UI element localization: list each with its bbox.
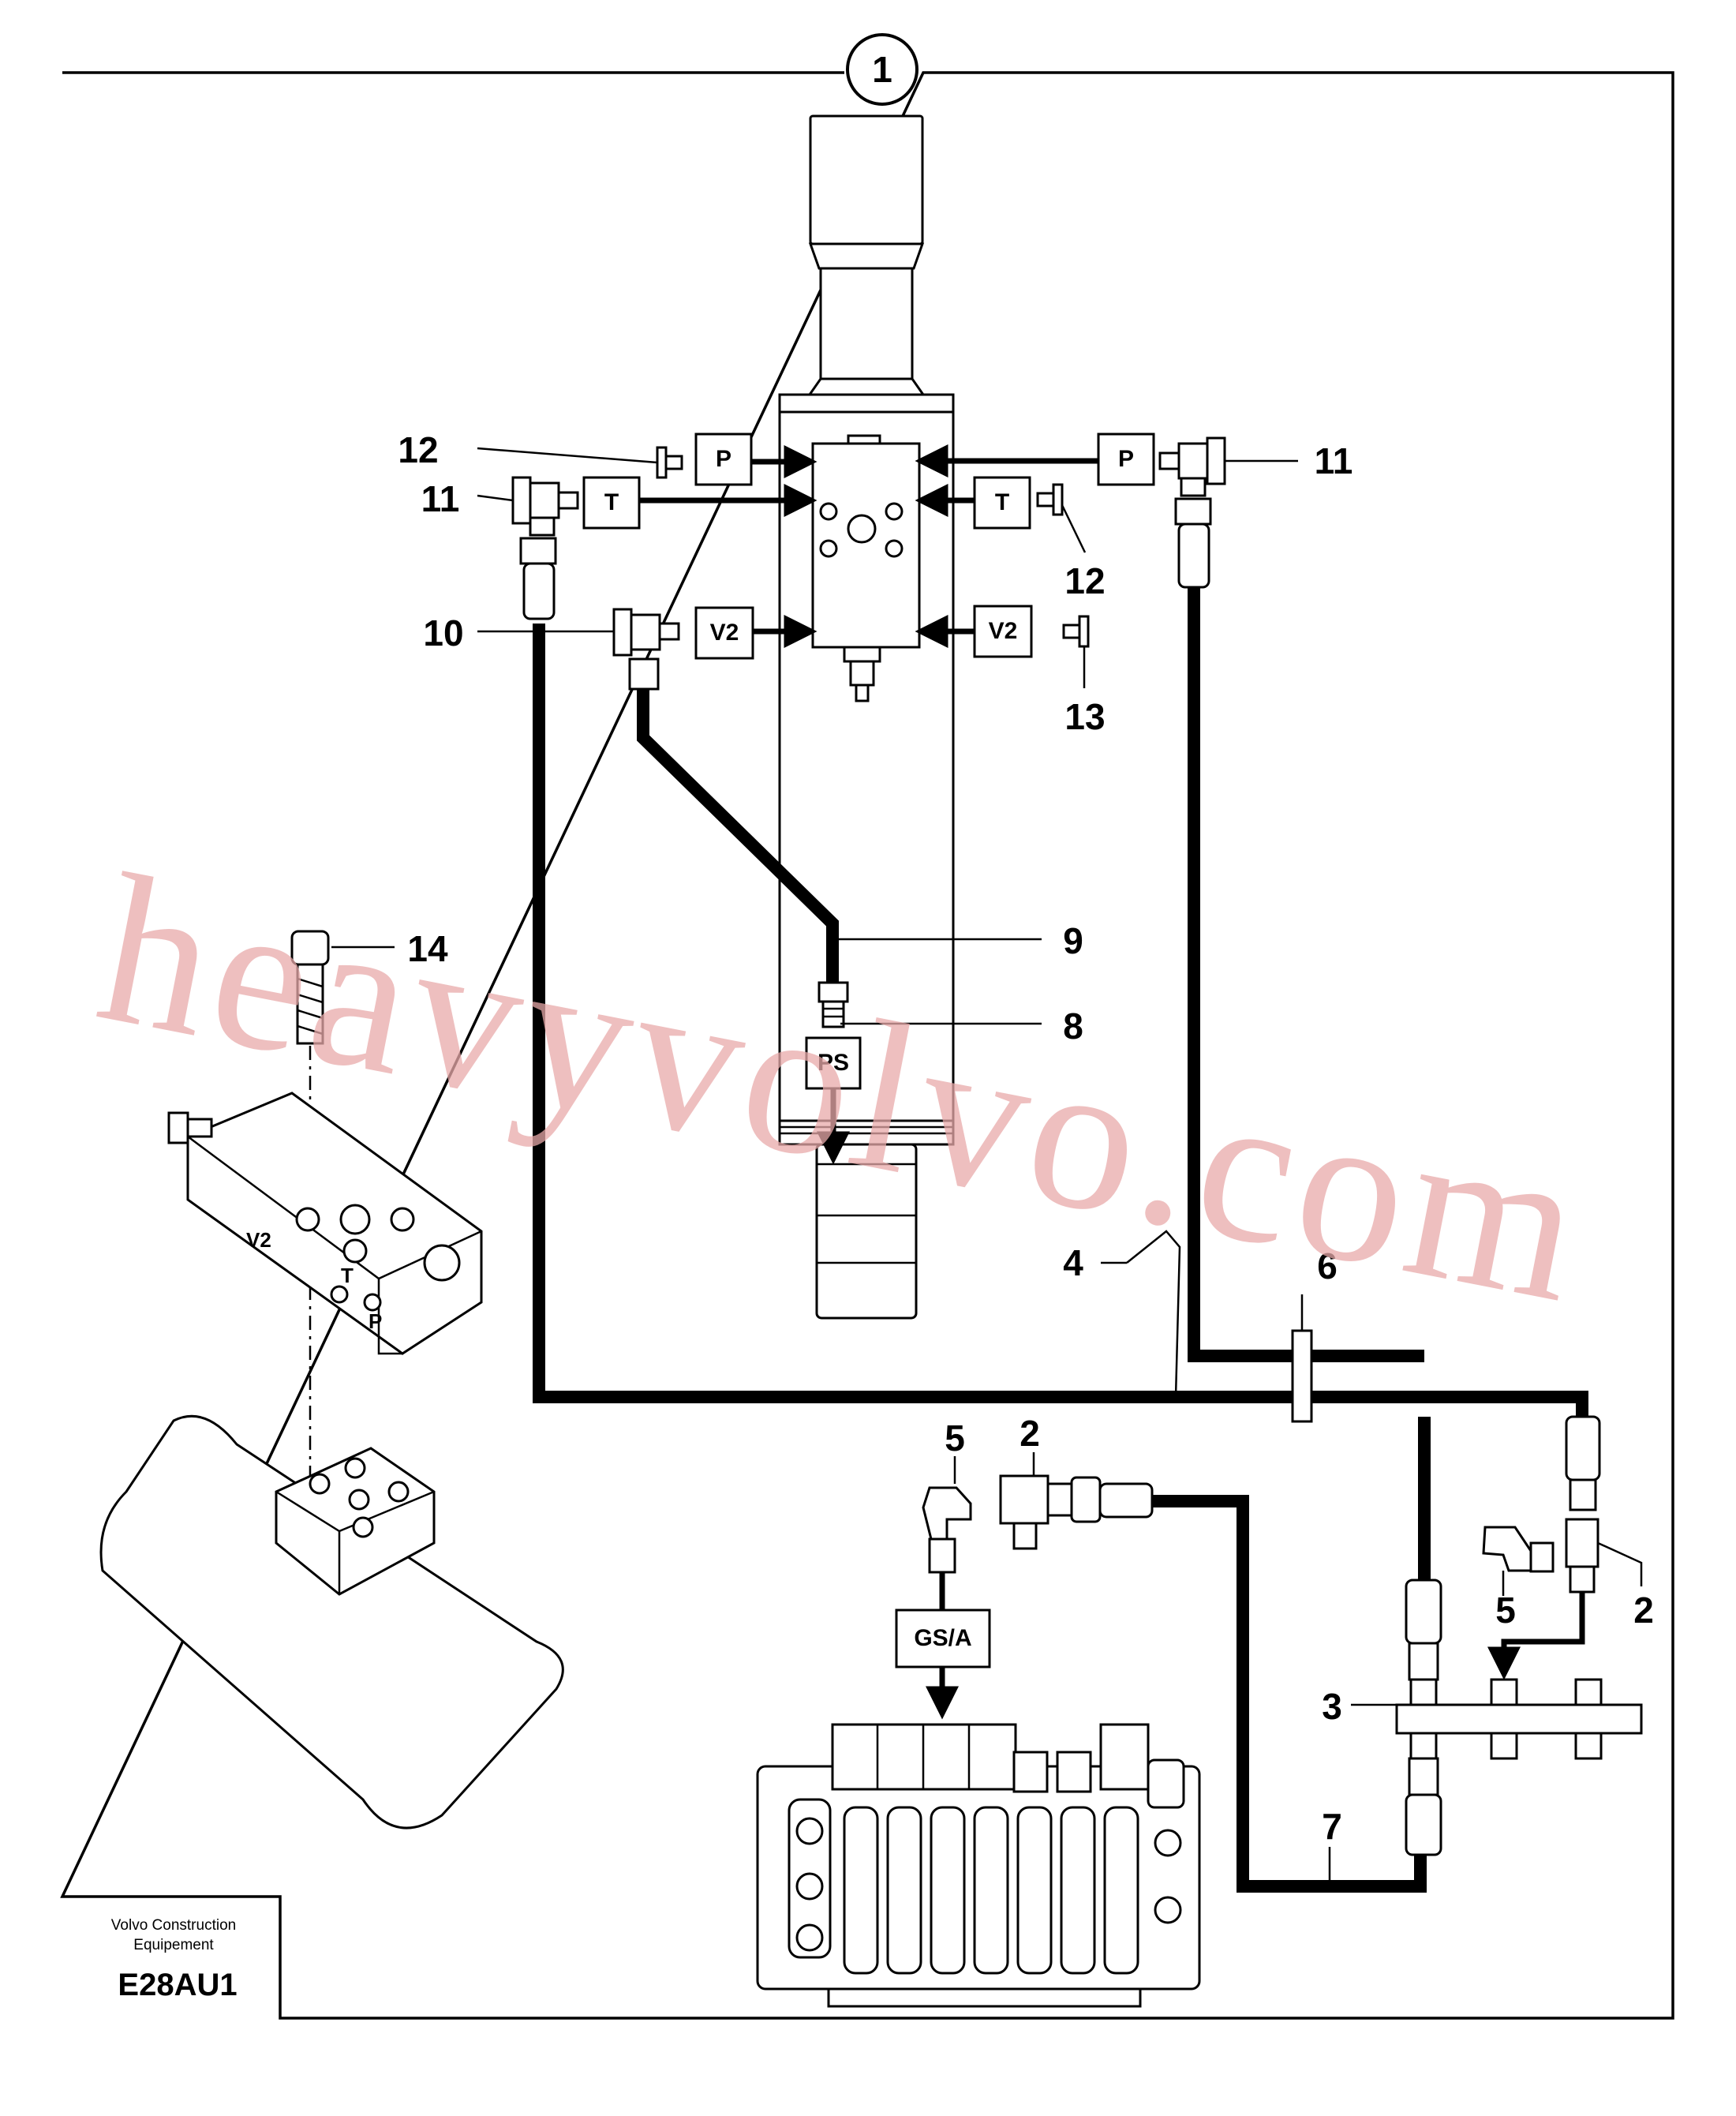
label-11-right: 11	[1315, 440, 1353, 481]
fitting-right-upper	[1565, 1415, 1601, 1511]
label-8: 8	[1063, 1006, 1083, 1047]
port-p-left-label: P	[716, 446, 731, 472]
fitting-11-left	[511, 476, 579, 620]
elbow-5-left	[922, 1486, 972, 1574]
drawing-frame	[60, 71, 1674, 2020]
port-gsa: GS/A	[895, 1609, 991, 1720]
hose-9	[637, 689, 839, 983]
title-block: Volvo Construction Equipement E28AU1	[111, 1917, 238, 2002]
part-labels: 12 11 11 12 10 13 14 9 8 4 6 5 2 5 2 3 7	[398, 429, 1653, 1847]
branch-to-manifold	[1487, 1592, 1585, 1680]
company-line1: Volvo Construction	[111, 1917, 236, 1934]
hose-3-fittings	[1405, 1579, 1442, 1856]
valve-manifold	[811, 434, 921, 702]
port-v2-left-label: V2	[710, 620, 739, 646]
label-5-left: 5	[945, 1418, 965, 1459]
leader-lines	[331, 447, 1643, 1886]
elbow-5-right	[1482, 1526, 1555, 1573]
callout-1-label: 1	[872, 49, 892, 90]
port-v2-right: V2	[915, 605, 1033, 658]
port-p-left: P	[694, 433, 817, 486]
company-line2: Equipement	[133, 1937, 214, 1953]
valve-block-t-label: T	[341, 1264, 354, 1287]
plug-12-right	[1036, 483, 1064, 516]
port-t-left: T	[582, 476, 817, 530]
fitting-11-right	[1158, 436, 1226, 589]
fitting-10	[612, 608, 680, 691]
label-11-left: 11	[421, 478, 460, 519]
hose-4	[533, 624, 1588, 1417]
valve-block-v2-label: V2	[246, 1228, 271, 1252]
label-3: 3	[1322, 1686, 1342, 1727]
label-2-left: 2	[1020, 1413, 1040, 1454]
valve-block: V2 T P	[167, 1092, 483, 1355]
port-v2-left: V2	[694, 606, 817, 660]
tee-2-left	[999, 1474, 1154, 1550]
label-12-right: 12	[1064, 560, 1105, 601]
label-14: 14	[407, 928, 448, 969]
hose-11-right	[1188, 587, 1424, 1362]
callout-1: 1	[846, 33, 919, 106]
port-gsa-label: GS/A	[914, 1625, 971, 1651]
mounting-boss	[99, 1414, 564, 1829]
plug-12-top	[656, 446, 683, 479]
control-valve	[756, 1723, 1201, 2008]
port-t-right-label: T	[995, 489, 1009, 515]
label-10: 10	[423, 612, 463, 654]
fitting-8	[817, 981, 849, 1028]
manifold-3	[1395, 1678, 1643, 1760]
label-7: 7	[1322, 1806, 1342, 1847]
label-5-right: 5	[1495, 1590, 1516, 1631]
port-p-right-label: P	[1118, 446, 1134, 472]
drawing-code: E28AU1	[118, 1968, 237, 2002]
label-9: 9	[1063, 920, 1083, 961]
plug-13	[1062, 615, 1090, 648]
label-12-top: 12	[398, 429, 438, 470]
port-ps-label: PS	[817, 1050, 849, 1076]
port-p-right: P	[915, 433, 1155, 486]
label-2-right: 2	[1633, 1590, 1654, 1631]
clamp-6	[1291, 1329, 1313, 1423]
tee-2-right	[1565, 1518, 1599, 1594]
label-6: 6	[1317, 1245, 1338, 1286]
label-13: 13	[1064, 696, 1105, 737]
port-ps: PS	[805, 1036, 862, 1165]
label-4: 4	[1063, 1242, 1083, 1283]
port-v2-right-label: V2	[989, 618, 1018, 644]
valve-block-p-label: P	[369, 1309, 382, 1333]
port-t-right: T	[915, 476, 1031, 530]
hose-7	[1152, 1495, 1427, 1893]
port-t-left-label: T	[604, 489, 619, 515]
cap-screw-14	[290, 930, 330, 1045]
